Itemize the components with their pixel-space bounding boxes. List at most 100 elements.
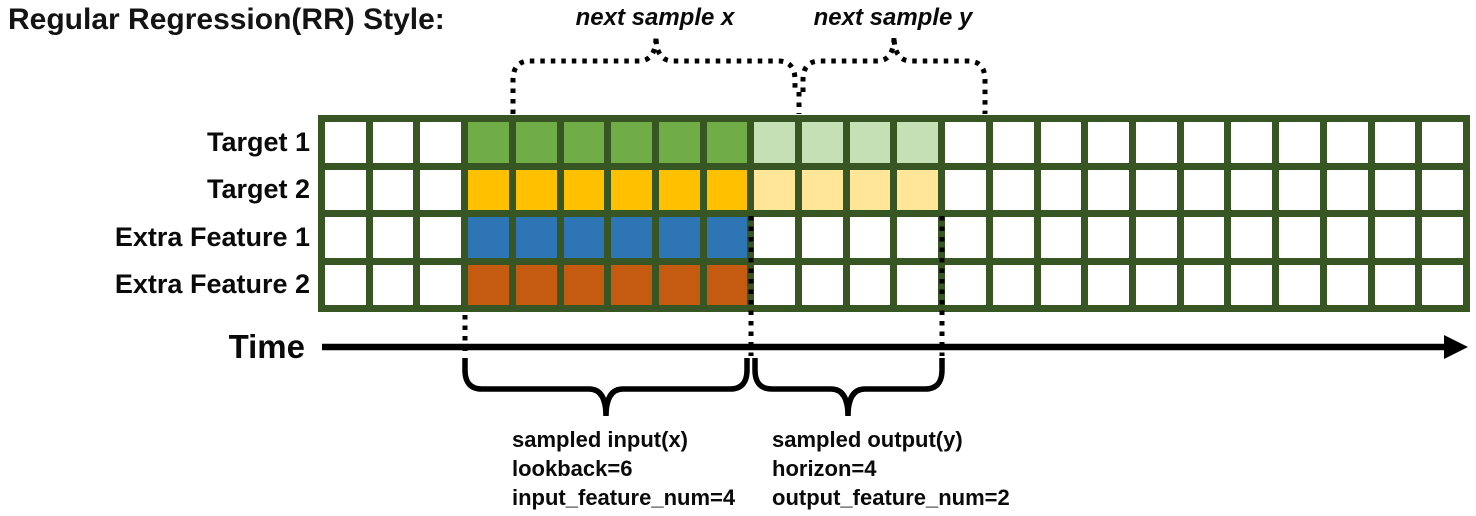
grid-cell — [1279, 122, 1320, 163]
grid-cell — [1040, 264, 1082, 305]
grid-cell — [372, 169, 414, 210]
grid-cell — [1326, 169, 1368, 210]
grid-cell — [1374, 264, 1416, 305]
horizon-value: horizon=4 — [772, 456, 877, 481]
grid-cell — [1422, 264, 1463, 305]
next-sample-y-label: next sample y — [813, 4, 973, 31]
grid-cell — [1374, 122, 1416, 163]
grid-cell — [611, 169, 652, 210]
grid-cell — [1279, 169, 1320, 210]
grid-cell — [420, 217, 462, 258]
grid-cell — [1088, 169, 1130, 210]
sampled-output-caption: sampled output(y) horizon=4 output_featu… — [772, 425, 1010, 512]
grid-cell — [1422, 217, 1463, 258]
grid-cell — [372, 122, 414, 163]
grid-cell — [1231, 264, 1273, 305]
grid-cell — [658, 122, 700, 163]
grid-cell — [563, 122, 605, 163]
grid-cell — [754, 217, 796, 258]
sampling-grid — [318, 115, 1470, 312]
grid-cell — [1374, 169, 1416, 210]
grid-cell — [420, 169, 462, 210]
grid-cell — [754, 122, 796, 163]
sampled-input-brace — [462, 358, 750, 417]
grid-cell — [563, 264, 605, 305]
grid-cell — [468, 264, 509, 305]
grid-cell — [372, 217, 414, 258]
grid-cell — [945, 217, 986, 258]
grid-cell — [1183, 169, 1225, 210]
grid-cell — [992, 264, 1034, 305]
grid-cell — [897, 122, 939, 163]
grid-cell — [372, 264, 414, 305]
grid-cell — [515, 122, 557, 163]
grid-cell — [325, 169, 366, 210]
grid-cell — [1231, 169, 1273, 210]
grid-cell — [1136, 264, 1177, 305]
grid-cell — [1231, 217, 1273, 258]
grid-cell — [754, 169, 796, 210]
output-feature-num: output_feature_num=2 — [772, 485, 1010, 510]
grid-cell — [1183, 217, 1225, 258]
grid-cell — [802, 169, 843, 210]
grid-cell — [897, 264, 939, 305]
grid-cell — [515, 217, 557, 258]
grid-cell — [420, 122, 462, 163]
grid-cell — [1088, 217, 1130, 258]
grid-cell — [1088, 264, 1130, 305]
grid-cell — [706, 169, 748, 210]
grid-cell — [468, 217, 509, 258]
grid-cell — [706, 264, 748, 305]
time-axis-arrowhead — [1444, 335, 1468, 359]
next-sample-x-brace — [510, 35, 798, 114]
lookback-value: lookback=6 — [512, 456, 633, 481]
figure-title: Regular Regression(RR) Style: — [8, 3, 445, 36]
grid-cell — [658, 169, 700, 210]
grid-cell — [563, 169, 605, 210]
grid-cell — [849, 264, 891, 305]
grid-cell — [1183, 264, 1225, 305]
grid-cell — [992, 217, 1034, 258]
grid-cell — [897, 169, 939, 210]
grid-cell — [992, 122, 1034, 163]
input-feature-num: input_feature_num=4 — [512, 485, 736, 510]
grid-cell — [897, 217, 939, 258]
grid-cell — [325, 122, 366, 163]
grid-cell — [1279, 217, 1320, 258]
grid-cell — [325, 264, 366, 305]
grid-cell — [1422, 169, 1463, 210]
next-sample-y-brace — [800, 35, 988, 114]
grid-cell — [802, 264, 843, 305]
grid-cell — [1231, 122, 1273, 163]
grid-cell — [563, 217, 605, 258]
grid-cell — [1326, 264, 1368, 305]
sampled-input-title: sampled input(x) — [512, 427, 689, 452]
grid-cell — [515, 264, 557, 305]
grid-cell — [1040, 169, 1082, 210]
row-label-target-1: Target 1 — [206, 127, 310, 157]
grid-cell — [945, 264, 986, 305]
grid-cell — [611, 264, 652, 305]
next-sample-x-label: next sample x — [575, 4, 735, 31]
grid-cell — [1136, 169, 1177, 210]
row-label-target-2: Target 2 — [206, 174, 310, 204]
grid-cell — [1326, 217, 1368, 258]
grid-cell — [1279, 264, 1320, 305]
grid-cell — [468, 169, 509, 210]
grid-cell — [802, 122, 843, 163]
row-label-extra-feature-2: Extra Feature 2 — [114, 269, 310, 299]
grid-cell — [325, 217, 366, 258]
grid-cell — [992, 169, 1034, 210]
grid-cell — [1088, 122, 1130, 163]
grid-cell — [706, 122, 748, 163]
grid-cell — [658, 217, 700, 258]
grid-cell — [849, 217, 891, 258]
grid-cell — [1183, 122, 1225, 163]
time-axis-label: Time — [228, 328, 305, 365]
grid-cell — [611, 217, 652, 258]
grid-cell — [802, 217, 843, 258]
grid-cell — [658, 264, 700, 305]
sampled-output-title: sampled output(y) — [772, 427, 963, 452]
grid-cell — [611, 122, 652, 163]
sampled-output-brace — [752, 358, 945, 417]
